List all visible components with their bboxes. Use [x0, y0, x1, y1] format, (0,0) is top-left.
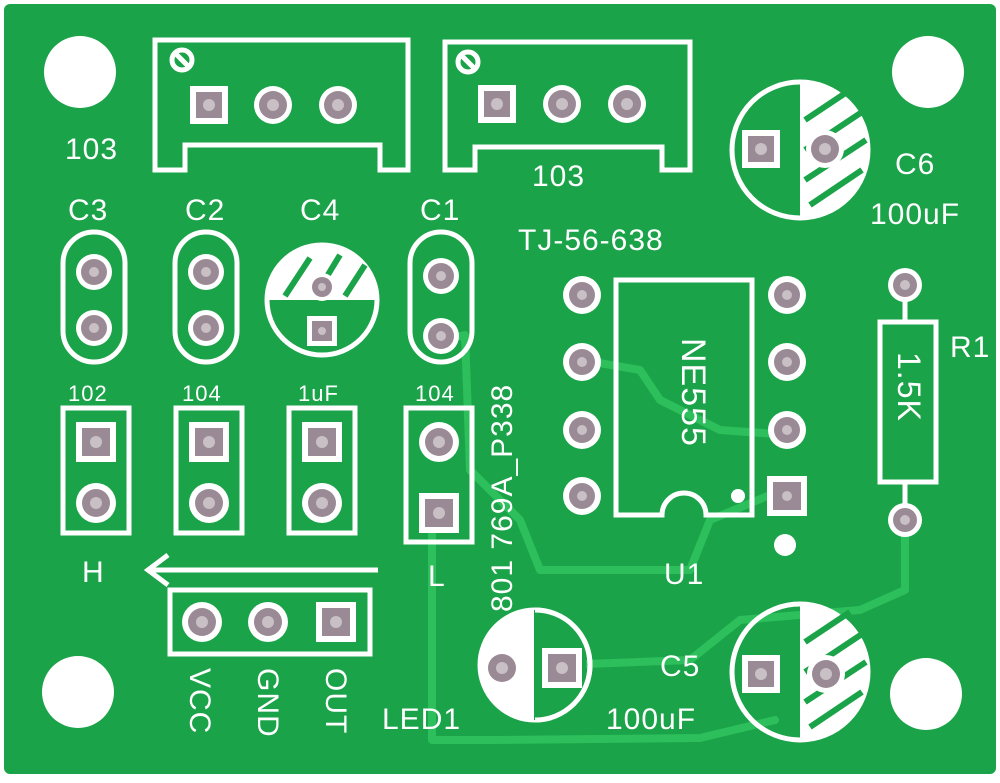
r1-outline: [877, 300, 939, 505]
c5-label: C5: [660, 650, 701, 683]
c1-label: C1: [420, 194, 461, 227]
mounting-hole-bottom-right: [890, 658, 962, 730]
part-number-label: TJ-56-638: [518, 224, 664, 257]
vcc-text: VCC: [183, 668, 216, 735]
mounting-hole-top-left: [44, 36, 116, 108]
r1-label: R1: [950, 331, 991, 364]
header-102-label: 102: [68, 381, 108, 406]
header-104b-outline: [403, 405, 475, 545]
gnd-text: GND: [251, 668, 284, 738]
header-1uf-outline: [286, 405, 358, 536]
header-1uf-label: 1uF: [298, 381, 339, 406]
header-104a-outline: [173, 405, 245, 536]
mounting-hole-bottom-left: [42, 656, 114, 728]
mounting-hole-top-right: [892, 36, 964, 108]
c1-outline: [407, 229, 475, 365]
h-label: H: [82, 556, 105, 589]
power-header-outline: [167, 587, 373, 657]
r1-value-text: 1.5K: [891, 352, 927, 422]
c4-footprint: [264, 242, 380, 358]
vcc-label: VCC: [183, 668, 250, 734]
l-label: L: [428, 560, 446, 593]
out-text: OUT: [319, 668, 352, 735]
pot-left-outline: [152, 37, 411, 173]
c5-value-label: 100uF: [606, 703, 697, 736]
ic-orientation-dot: [774, 534, 796, 556]
c2-label: C2: [185, 194, 226, 227]
header-104a-label: 104: [182, 381, 222, 406]
c3-outline: [60, 229, 128, 365]
pads: [76, 85, 922, 693]
c6-label: C6: [895, 148, 936, 181]
led1-label: LED1: [382, 703, 462, 736]
batch-code-text: 801 769A_P338: [486, 383, 519, 612]
header-104b-label: 104: [415, 381, 455, 406]
c6-value-label: 100uF: [870, 198, 961, 231]
pot-right-outline: [442, 39, 693, 173]
ic-name-label: NE555: [674, 338, 819, 447]
r1-value-label: 1.5K: [891, 352, 995, 422]
ic-name-text: NE555: [674, 338, 712, 447]
gnd-label: GND: [251, 668, 322, 738]
c3-label: C3: [68, 194, 109, 227]
ic-ref-label: U1: [664, 558, 705, 591]
pot-left-value-label: 103: [65, 133, 119, 166]
ic-u1-outline: [613, 277, 755, 518]
header-102-outline: [60, 405, 132, 536]
c4-label: C4: [300, 194, 341, 227]
c2-outline: [172, 229, 240, 365]
batch-code-label: 801 769A_P338: [486, 384, 716, 642]
arrow-left-icon: [143, 553, 378, 587]
ic-pin1-dot: [731, 489, 745, 503]
out-label: OUT: [319, 668, 386, 734]
pot-right-value-label: 103: [532, 160, 586, 193]
